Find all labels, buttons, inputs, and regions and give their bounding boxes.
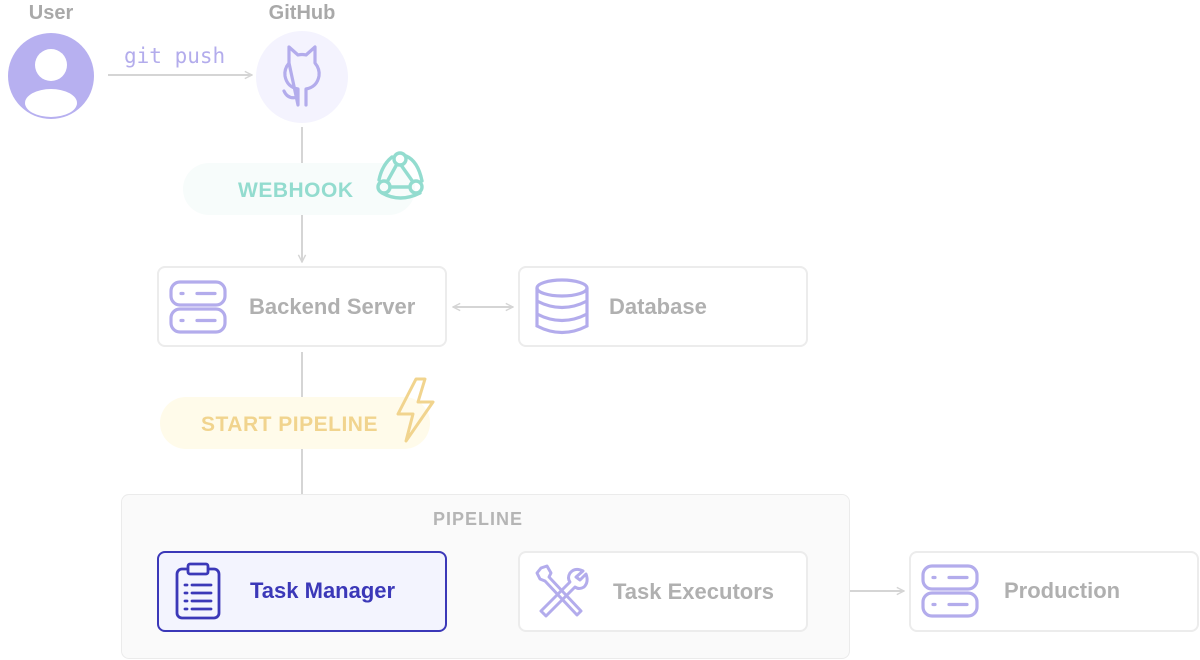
webhook-pill [183,163,415,215]
webhook-label: WEBHOOK [238,179,354,202]
user-avatar-icon[interactable] [8,33,94,119]
github-label: GitHub [268,2,336,24]
production-label: Production [1004,578,1121,603]
server-stack-icon [919,562,981,620]
git-push-label: git push [124,44,226,68]
server-stack-icon [167,278,229,336]
wrench-screwdriver-icon [533,563,593,621]
database-icon [531,277,593,337]
user-label: User [28,2,74,24]
backend-server-label: Backend Server [249,294,416,319]
github-octocat-icon[interactable] [256,31,348,123]
task-executors-label: Task Executors [613,579,775,604]
start-pipeline-pill [160,397,430,449]
task-manager-label: Task Manager [250,578,396,603]
clipboard-list-icon [173,561,223,621]
pipeline-group-label: PIPELINE [433,509,524,529]
database-label: Database [609,294,707,319]
webhook-icon [370,147,430,203]
task-executors-node[interactable] [518,551,808,632]
lightning-bolt-icon [391,376,439,444]
start-pipeline-label: START PIPELINE [201,413,378,436]
